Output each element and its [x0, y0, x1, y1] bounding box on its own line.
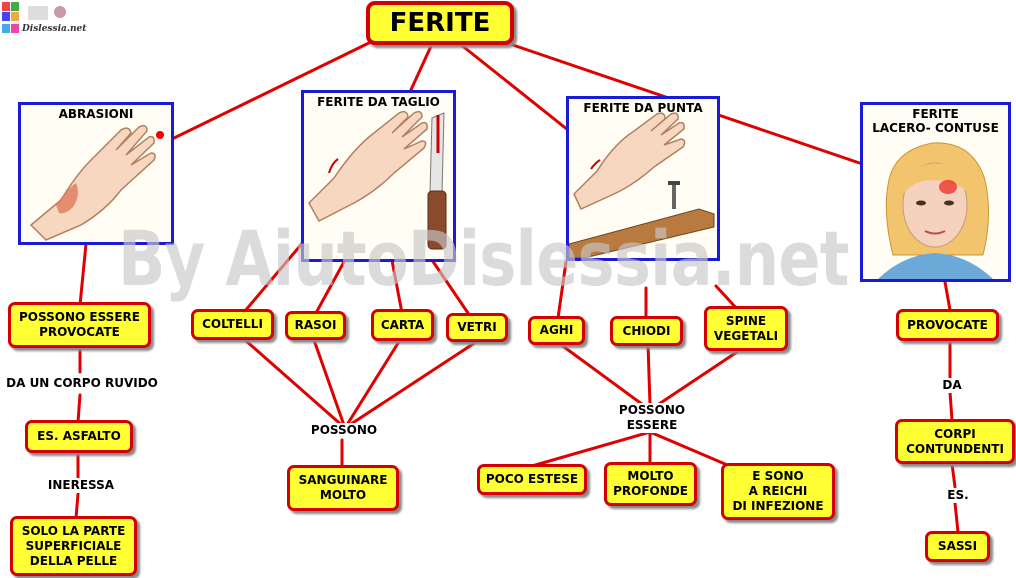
node-spine-vegetali: SPINE VEGETALI — [704, 306, 788, 351]
node-corpi-contundenti: CORPI CONTUNDENTI — [895, 419, 1015, 464]
watermark: By AiutoDislessia.net — [118, 214, 850, 303]
hand-abrasion-icon — [29, 124, 164, 241]
category-lacero: FERITE LACERO- CONTUSE — [860, 102, 1011, 282]
node-sassi: SASSI — [925, 531, 990, 562]
category-label-taglio: FERITE DA TAGLIO — [317, 95, 440, 109]
link-ineressa: INERESSA — [38, 478, 124, 493]
category-label-abrasioni: ABRASIONI — [58, 107, 134, 121]
link-possono-essere: POSSONO ESSERE — [610, 403, 694, 433]
node-provocate: PROVOCATE — [896, 309, 999, 341]
node-possono-essere-provocate: POSSONO ESSERE PROVOCATE — [8, 302, 151, 348]
node-molto-profonde: MOLTO PROFONDE — [604, 462, 697, 506]
site-logo[interactable]: Dislessia.net — [0, 0, 90, 38]
link-possono: POSSONO — [305, 423, 383, 438]
node-sanguinare-molto: SANGUINARE MOLTO — [287, 465, 399, 511]
node-carta: CARTA — [371, 309, 434, 341]
link-da: DA — [934, 378, 970, 393]
woman-head-bruise-icon — [878, 142, 993, 279]
category-punta: FERITE DA PUNTA — [566, 96, 720, 261]
node-es-asfalto: ES. ASFALTO — [25, 420, 133, 453]
category-label-lacero: FERITE LACERO- CONTUSE — [872, 107, 999, 135]
node-coltelli: COLTELLI — [191, 309, 274, 340]
category-taglio: FERITE DA TAGLIO — [301, 90, 456, 262]
node-vetri: VETRI — [446, 313, 508, 342]
map-title: FERITE — [366, 1, 514, 45]
hand-nail-puncture-icon — [569, 112, 715, 258]
link-es: ES. — [938, 488, 978, 503]
node-chiodi: CHIODI — [610, 316, 683, 346]
logo-text: Dislessia.net — [22, 24, 87, 34]
node-rasoi: RASOI — [285, 311, 346, 340]
hand-knife-cut-icon — [308, 110, 447, 250]
node-solo-la-parte-superficiale: SOLO LA PARTE SUPERFICIALE DELLA PELLE — [10, 516, 137, 576]
category-abrasioni: ABRASIONI — [18, 102, 174, 245]
aiutodislessia-logo-icon — [2, 2, 66, 33]
node-reichi-di-infezione: E SONO A REICHI DI INFEZIONE — [721, 463, 835, 520]
node-poco-estese: POCO ESTESE — [477, 464, 587, 495]
link-da-un-corpo-ruvido: DA UN CORPO RUVIDO — [0, 376, 164, 391]
category-label-punta: FERITE DA PUNTA — [583, 101, 703, 115]
node-aghi: AGHI — [528, 316, 585, 345]
